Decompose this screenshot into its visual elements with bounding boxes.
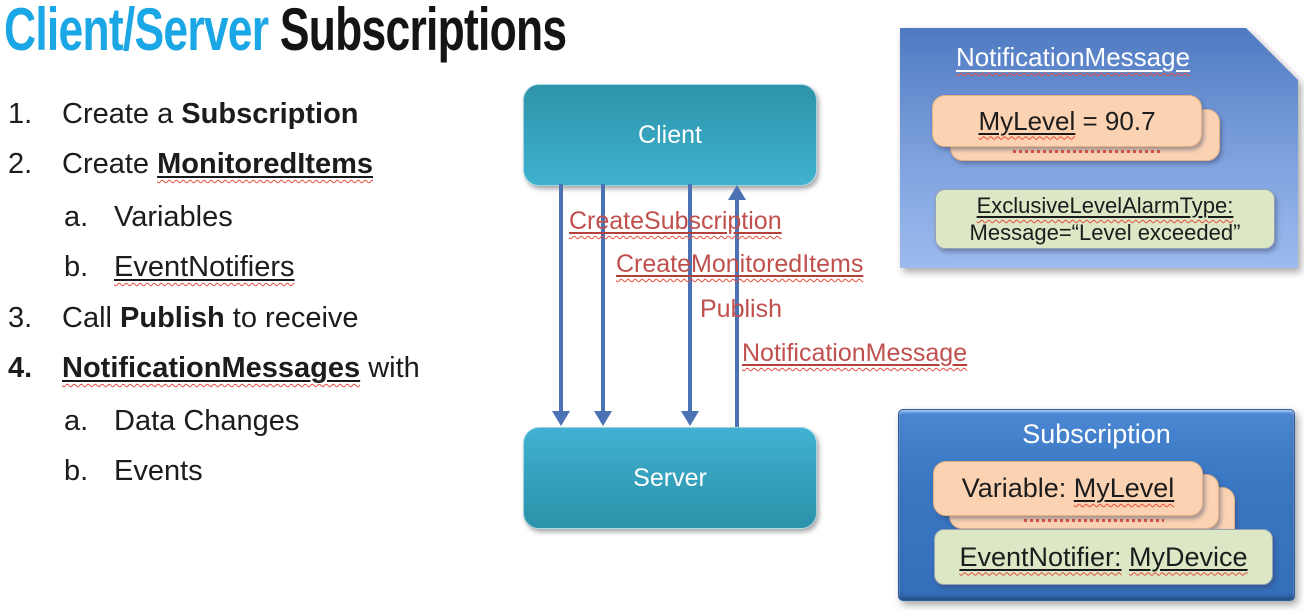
- list-item-4b: b. Events: [64, 455, 203, 488]
- list-text: Create a Subscription: [62, 98, 359, 130]
- occluded-squiggle: [1013, 150, 1163, 153]
- list-number: a.: [64, 201, 89, 233]
- client-box: Client: [523, 84, 817, 186]
- title-rest: Subscriptions: [268, 0, 567, 63]
- list-item-3: 3. Call Publish to receive: [8, 302, 359, 335]
- list-text: Data Changes: [114, 405, 300, 437]
- server-box: Server: [523, 427, 817, 529]
- client-label: Client: [638, 120, 702, 149]
- list-item-2: 2. Create MonitoredItems: [8, 148, 373, 181]
- list-text: EventNotifiers: [114, 251, 295, 283]
- list-text: NotificationMessages with: [62, 352, 420, 384]
- list-text: Create MonitoredItems: [62, 148, 374, 180]
- list-item-2b: b. EventNotifiers: [64, 251, 295, 284]
- list-number: 1.: [8, 98, 33, 130]
- list-number: 4.: [8, 352, 33, 384]
- list-number: 2.: [8, 148, 33, 180]
- list-text: Events: [114, 455, 203, 487]
- list-text: Variables: [114, 201, 233, 233]
- message-label-create-subscription: CreateSubscription: [569, 207, 782, 235]
- subscription-panel: Subscription Variable: MyLevel EventNoti…: [898, 409, 1295, 601]
- server-label: Server: [633, 463, 707, 492]
- arrowhead-up-icon: [728, 185, 746, 200]
- list-number: 3.: [8, 302, 33, 334]
- title-accent: Client/Server: [4, 0, 269, 63]
- notification-message-panel: NotificationMessage MyLevel = 90.7 Exclu…: [900, 28, 1298, 268]
- list-item-1: 1. Create a Subscription: [8, 98, 359, 131]
- arrowhead-down-icon: [681, 411, 699, 426]
- message-label-create-monitored-items: CreateMonitoredItems: [616, 250, 864, 278]
- list-number: b.: [64, 455, 89, 487]
- message-label-publish: Publish: [700, 295, 782, 323]
- list-number: b.: [64, 251, 89, 283]
- occluded-squiggle: [1024, 519, 1164, 522]
- message-label-notification-message: NotificationMessage: [742, 339, 968, 367]
- arrow-create-subscription: [559, 184, 563, 413]
- mylevel-card: MyLevel = 90.7: [932, 95, 1202, 147]
- subscription-panel-title: Subscription: [1022, 419, 1171, 449]
- list-text: Call Publish to receive: [62, 302, 359, 334]
- list-item-4a: a. Data Changes: [64, 405, 299, 438]
- variable-card: Variable: MyLevel: [933, 461, 1203, 516]
- arrow-publish: [688, 184, 692, 413]
- notification-panel-title: NotificationMessage: [955, 42, 1191, 72]
- list-item-4: 4. NotificationMessages with: [8, 352, 420, 385]
- list-item-2a: a. Variables: [64, 201, 233, 234]
- event-notifier-card: EventNotifier: MyDevice: [934, 529, 1273, 585]
- arrowhead-down-icon: [552, 411, 570, 426]
- list-number: a.: [64, 405, 89, 437]
- page-title: Client/Server Subscriptions: [4, 0, 567, 63]
- arrow-create-monitored-items: [601, 184, 605, 413]
- arrowhead-down-icon: [594, 411, 612, 426]
- arrow-notification-message: [735, 199, 739, 427]
- alarm-card: ExclusiveLevelAlarmType: Message=“Level …: [935, 189, 1275, 249]
